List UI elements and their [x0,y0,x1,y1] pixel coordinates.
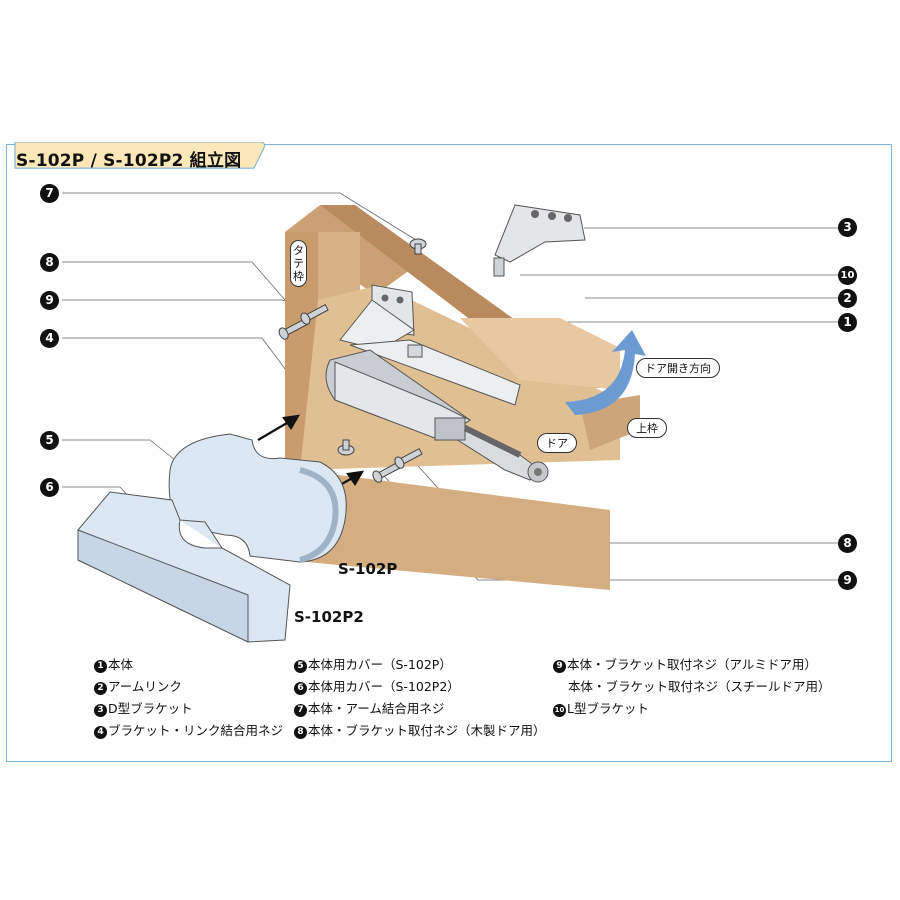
screws [278,238,427,483]
callout-2: 2 [838,289,857,308]
model-label-s102p2: S-102P2 [294,608,364,626]
callout-3: 3 [838,218,857,237]
door-open-direction-label: ドア開き方向 [636,358,720,378]
vertical-frame-label: タテ枠 [290,240,307,287]
closer-body [325,349,522,458]
top-frame-label: 上枠 [627,418,667,438]
callout-8-lower: 8 [838,534,857,553]
title-tab [14,142,266,169]
d-bracket [493,204,586,277]
diagram-title: S-102P / S-102P2 組立図 [16,151,242,171]
cover-s102p [168,433,347,563]
callout-7: 7 [40,184,59,203]
callout-9-lower: 9 [838,571,857,590]
model-label-s102p: S-102P [338,560,398,578]
callout-8: 8 [40,253,59,272]
callout-9: 9 [40,291,59,310]
callout-6: 6 [40,478,59,497]
callout-5: 5 [40,431,59,450]
callout-4: 4 [40,329,59,348]
callout-1: 1 [838,313,857,332]
cover-s102p2 [77,491,291,643]
l-bracket [339,284,415,351]
door-label: ドア [537,433,577,453]
door-open-direction-arrow [565,330,646,415]
arm-link [349,339,549,483]
legend-item: 本体・ブラケット取付ネジ（スチールドア用） [568,679,831,694]
callout-10: 10 [838,266,857,285]
